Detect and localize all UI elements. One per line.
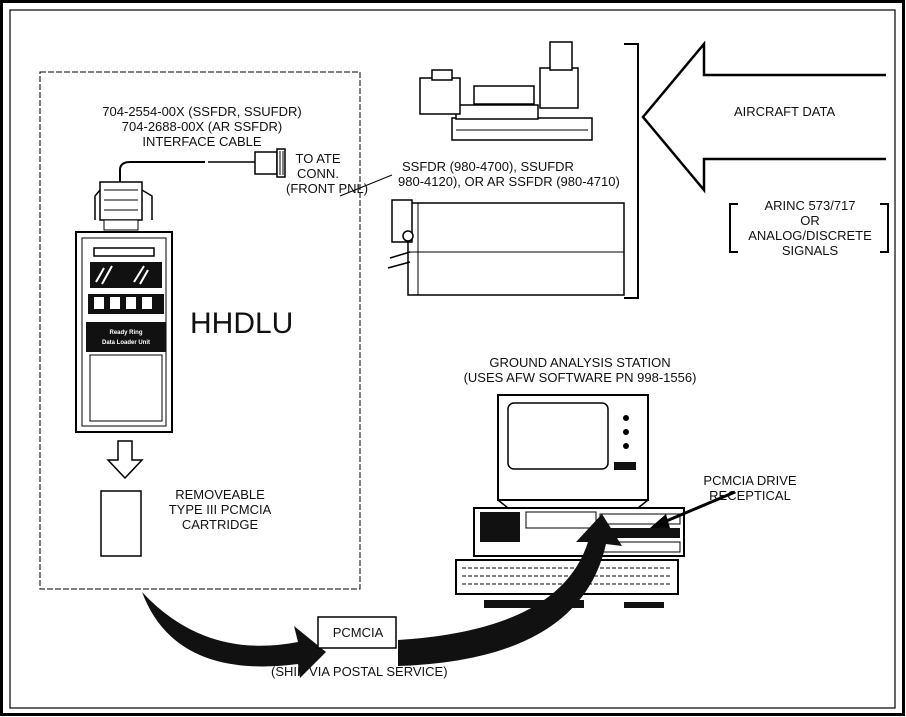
signals-label: ARINC 573/717 OR ANALOG/DISCRETE SIGNALS [742, 198, 878, 258]
ate-conn-label: TO ATE CONN. (FRONT PNL) [286, 151, 369, 196]
recorder-bracket [624, 43, 639, 299]
recorder-leader-line [339, 174, 393, 197]
signals-bracket-right [880, 203, 889, 253]
aircraft-data-label: AIRCRAFT DATA [734, 104, 836, 119]
ground-station-line1: GROUND ANALYSIS STATION [489, 355, 671, 370]
device-face-line1: Ready Ring [109, 330, 142, 336]
cable-line2: 704-2688-00X (AR SSFDR) [121, 119, 283, 134]
ate-connector-icon [254, 148, 286, 178]
pcmcia-drive-line1: PCMCIA DRIVE [703, 473, 797, 488]
pcmcia-drive-line2: RECEPTICAL [709, 488, 791, 503]
pcmcia-cartridge-icon [100, 490, 142, 557]
flight-recorder-unit-icon [419, 41, 593, 141]
recorder-label: SSFDR (980-4700), SSUFDR 980-4120), OR A… [398, 159, 620, 189]
ship-arrow-right [398, 514, 622, 666]
pcmcia-drive-label: PCMCIA DRIVE RECEPTICAL [690, 473, 810, 503]
down-arrow-icon [106, 440, 144, 480]
cable-line3: INTERFACE CABLE [142, 134, 262, 149]
flight-recorder-box-icon [387, 199, 625, 296]
inner-frame [9, 9, 896, 709]
device-face-line2: Data Loader Unit [102, 340, 150, 346]
drive-pointer-arrow [650, 490, 736, 528]
cable-line1: 704-2554-00X (SSFDR, SSUFDR) [102, 104, 302, 119]
interface-cable [94, 161, 255, 231]
cartridge-line3: CARTRIDGE [181, 517, 259, 532]
ate-conn-line1: TO ATE [295, 151, 341, 166]
aircraft-data-arrow [641, 40, 886, 194]
cartridge-line2: TYPE III PCMCIA [168, 502, 272, 517]
pcmcia-box-label: PCMCIA [332, 625, 384, 640]
ship-via-label: (SHIP VIA POSTAL SERVICE) [271, 664, 448, 679]
ate-conn-line2: CONN. [297, 166, 339, 181]
hhdlu-label: HHDLU [190, 307, 294, 340]
signals-line4: SIGNALS [781, 243, 839, 258]
hhdlu-panel [39, 71, 361, 590]
signals-line3: ANALOG/DISCRETE [748, 228, 872, 243]
recorder-line2: 980-4120), OR AR SSFDR (980-4710) [398, 174, 620, 189]
ship-arrow-left [142, 592, 326, 678]
cartridge-line1: REMOVEABLE [175, 487, 265, 502]
ground-station-computer-icon [455, 394, 685, 608]
signals-bracket-left [729, 203, 738, 253]
signals-line2: OR [800, 213, 820, 228]
signals-line1: ARINC 573/717 [764, 198, 856, 213]
hhdlu-device-icon: Ready Ring Data Loader Unit [75, 231, 173, 433]
ground-station-line2: (USES AFW SOFTWARE PN 998-1556) [463, 370, 697, 385]
pcmcia-box [317, 616, 397, 649]
cartridge-label: REMOVEABLE TYPE III PCMCIA CARTRIDGE [150, 487, 290, 532]
recorder-line1: SSFDR (980-4700), SSUFDR [402, 159, 574, 174]
cable-label: 704-2554-00X (SSFDR, SSUFDR) 704-2688-00… [72, 104, 332, 149]
ground-station-label: GROUND ANALYSIS STATION (USES AFW SOFTWA… [440, 355, 720, 385]
ate-conn-line3: (FRONT PNL) [286, 181, 369, 196]
